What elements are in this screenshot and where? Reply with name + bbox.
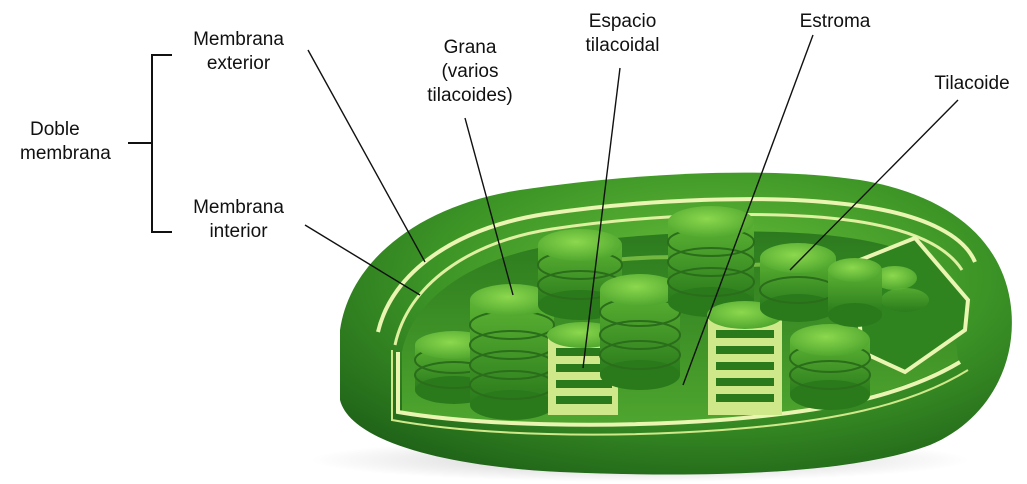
label-grana: Grana (varios tilacoides) (405, 36, 535, 108)
label-membrana-exterior: Membrana exterior (176, 28, 301, 76)
label-tilacoide-text: Tilacoide (922, 72, 1022, 96)
label-espacio-tilacoidal: Espacio tilacoidal (560, 10, 685, 58)
label-doble-membrana-line2: membrana (20, 142, 120, 166)
label-grana-line1: Grana (405, 36, 535, 60)
label-estroma: Estroma (780, 10, 890, 34)
label-tilacoide: Tilacoide (922, 72, 1022, 96)
granum-stack-5 (668, 206, 754, 317)
granum-stack-6 (760, 243, 836, 322)
label-doble-membrana-line1: Doble (20, 118, 120, 142)
label-membrana-exterior-line2: exterior (176, 52, 301, 76)
label-grana-line3: tilacoides) (405, 84, 535, 108)
granum-stack-8 (828, 258, 882, 327)
granum-stack-7 (790, 324, 870, 410)
label-membrana-interior-line1: Membrana (176, 196, 301, 220)
label-espacio-tilacoidal-line1: Espacio (560, 10, 685, 34)
label-doble-membrana: Doble membrana (20, 118, 120, 166)
label-membrana-interior: Membrana interior (176, 196, 301, 244)
double-membrane-bracket (128, 55, 172, 232)
label-membrana-exterior-line1: Membrana (176, 28, 301, 52)
label-grana-line2: (varios (405, 60, 535, 84)
granum-cutaway-right (707, 301, 783, 415)
label-estroma-text: Estroma (780, 10, 890, 34)
label-espacio-tilacoidal-line2: tilacoidal (560, 34, 685, 58)
label-membrana-interior-line2: interior (176, 220, 301, 244)
